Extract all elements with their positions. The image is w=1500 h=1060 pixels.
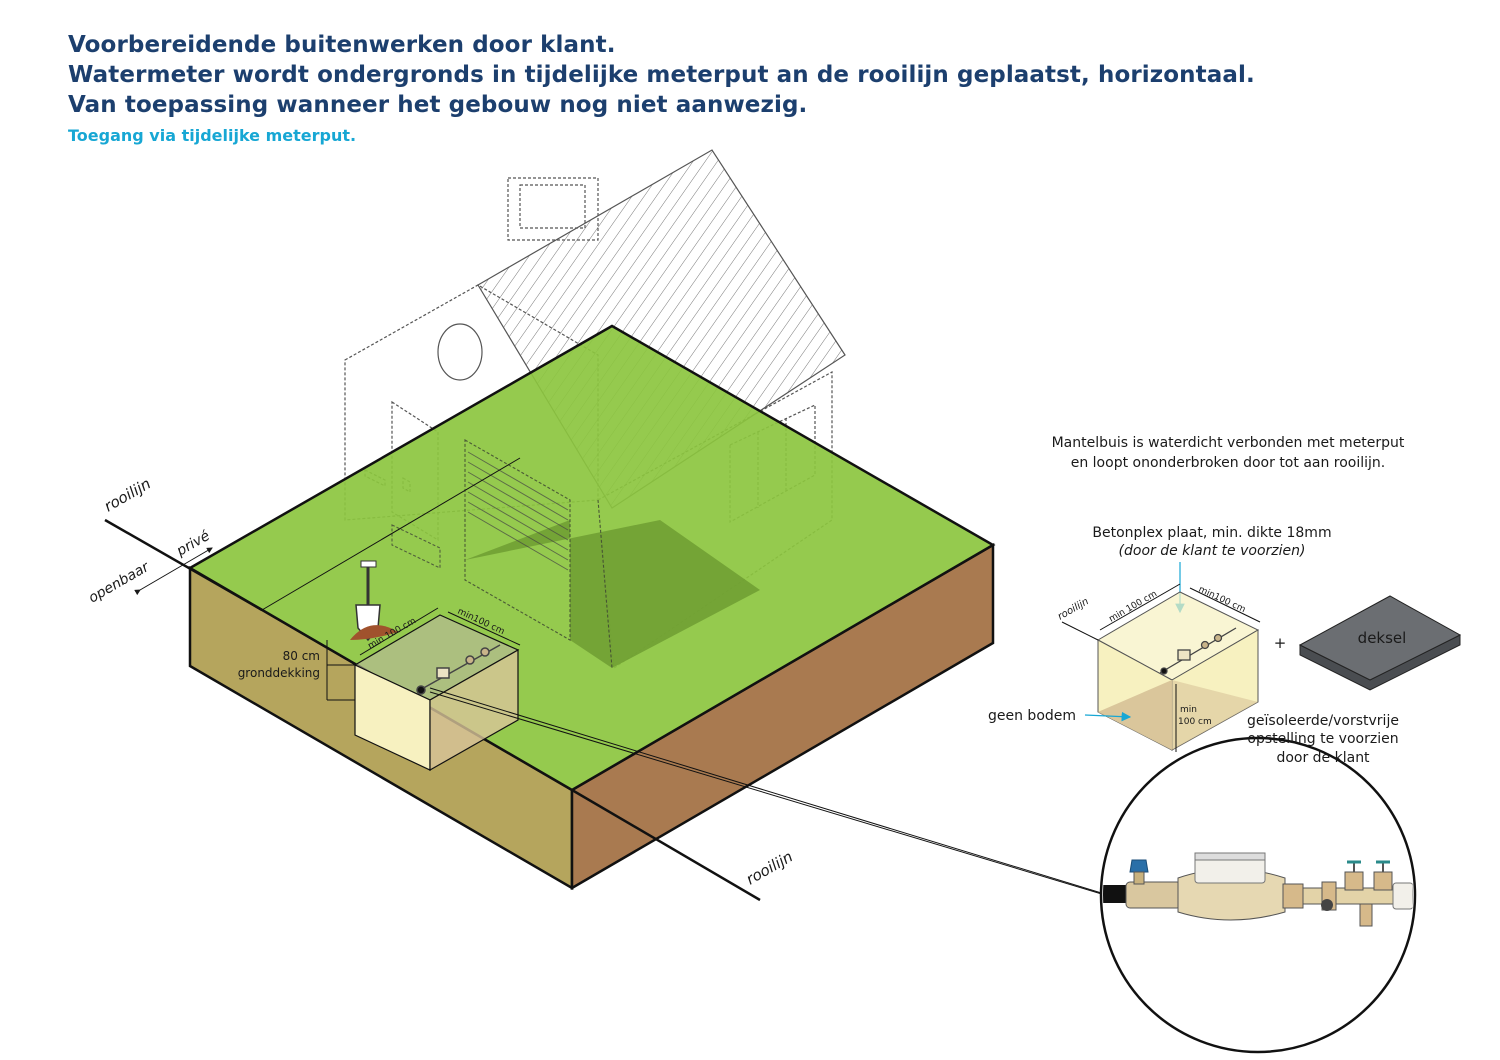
- round-window: [437, 323, 483, 381]
- ground-block: min 100 cm min100 cm 80 cm gronddekking …: [86, 149, 996, 902]
- rooilijn-label-top: rooilijn: [101, 475, 154, 516]
- insulation-line2: opstelling te voorzien: [1247, 731, 1398, 747]
- detail-dim-line-right: [1189, 587, 1261, 623]
- insulation-line1: geïsoleerde/vorstvrije: [1247, 713, 1399, 729]
- inlet-coupling: [1125, 881, 1182, 909]
- rooilijn-line-lawn: [261, 457, 521, 611]
- geen-bodem-arrow: [1084, 711, 1132, 722]
- blue-valve-icon: [1129, 859, 1149, 873]
- tap-valve-icon-1: [1344, 860, 1364, 891]
- meter-pit-side: [429, 648, 519, 772]
- title-line-3: Van toepassing wanneer het gebouw nog ni…: [68, 92, 808, 118]
- plate-label-line2: (door de klant te voorzien): [1119, 543, 1306, 559]
- roller-door: [467, 451, 569, 571]
- sleeve-pipe: [1103, 885, 1128, 903]
- prive-label: privé: [173, 528, 213, 560]
- shovel-icon: [350, 560, 398, 642]
- detail-dim-height-1: min: [1180, 705, 1197, 715]
- pit-meter-assembly: [416, 644, 501, 695]
- insulation-line3: door de klant: [1276, 750, 1370, 766]
- zoom-leader-top: [429, 687, 1109, 896]
- title-line-1: Voorbereidende buitenwerken door klant.: [68, 32, 616, 58]
- outlet-coupling: [1282, 883, 1304, 909]
- detail-meter-assembly: [1159, 627, 1237, 675]
- house-shadow: [465, 520, 760, 668]
- zoom-leader-bottom: [429, 691, 1106, 896]
- pit-detail: Mantelbuis is waterdicht verbonden met m…: [988, 435, 1462, 766]
- pit-dim-line-left: [359, 607, 439, 656]
- deksel-label: deksel: [1358, 629, 1407, 647]
- sleeve-note-line2: en loopt ononderbroken door tot aan rooi…: [1071, 455, 1386, 471]
- detail-rooilijn-line: [1061, 621, 1099, 641]
- deksel-top: [1298, 595, 1462, 681]
- subtitle: Toegang via tijdelijke meterput.: [68, 126, 357, 145]
- pit-dim-line-right: [447, 611, 521, 646]
- detail-dim-line-left: [1099, 583, 1181, 631]
- rooilijn-line-bottom: [571, 788, 761, 902]
- house-lower-outline: [391, 439, 613, 669]
- depth-label: gronddekking: [238, 666, 320, 680]
- tap-valve-icon-2: [1373, 860, 1393, 891]
- title-line-2: Watermeter wordt ondergronds in tijdelij…: [68, 62, 1255, 88]
- detail-rooilijn-label: rooilijn: [1056, 596, 1091, 622]
- meter-zoom-circle: [1099, 736, 1417, 1054]
- plate-label-line1: Betonplex plaat, min. dikte 18mm: [1092, 525, 1331, 541]
- depth-value: 80 cm: [283, 649, 320, 663]
- sleeve-note-line1: Mantelbuis is waterdicht verbonden met m…: [1052, 435, 1405, 451]
- openbaar-label: openbaar: [86, 559, 153, 607]
- rooilijn-label-bottom: rooilijn: [743, 848, 796, 889]
- outlet-end-cap: [1392, 882, 1413, 910]
- public-private-arrow: [134, 547, 213, 596]
- detail-dim-height-2: 100 cm: [1178, 717, 1212, 727]
- geen-bodem-label: geen bodem: [988, 708, 1076, 724]
- plus-sign: +: [1274, 634, 1287, 652]
